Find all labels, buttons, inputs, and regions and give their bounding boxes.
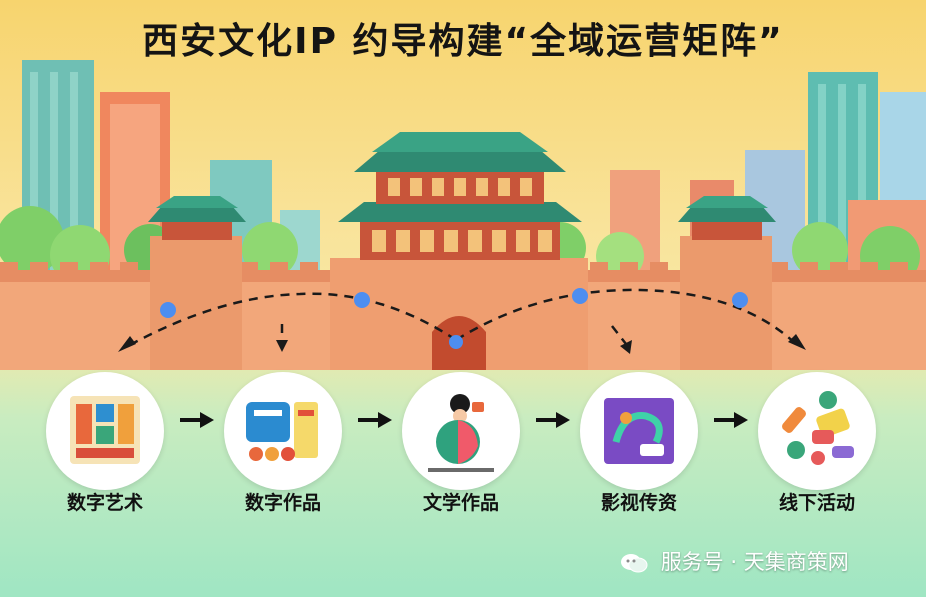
- node-label: 线下活动: [778, 492, 855, 514]
- film-tv-icon: [604, 398, 674, 464]
- digital-works-icon: [246, 402, 318, 461]
- distribution-arcs: [127, 288, 797, 348]
- hub-dots: [160, 288, 748, 349]
- node-film-tv: [580, 372, 698, 490]
- central-gate-tower: [338, 132, 582, 260]
- city-wall: [0, 236, 926, 370]
- node-offline-activity: [758, 372, 876, 490]
- offline-activity-icon: [782, 391, 854, 465]
- poster-title: 西安文化IP 约导构建“全域运营矩阵”: [142, 21, 784, 62]
- node-label: 文学作品: [422, 492, 499, 514]
- watermark-text: 服务号 · 天集商策网: [660, 550, 849, 574]
- flow-arrows: [180, 412, 748, 428]
- digital-art-icon: [70, 396, 140, 464]
- node-digital-art: [46, 372, 164, 490]
- node-literature: [402, 372, 520, 490]
- wechat-icon: [621, 554, 648, 573]
- watermark: 服务号 · 天集商策网: [620, 546, 910, 576]
- literature-icon: [428, 394, 494, 472]
- node-digital-works: [224, 372, 342, 490]
- node-label: 数字作品: [244, 492, 321, 514]
- side-pavilions: [148, 196, 776, 240]
- node-label: 影视传资: [600, 492, 677, 514]
- arc-arrowheads: [118, 334, 806, 354]
- node-label: 数字艺术: [66, 492, 143, 514]
